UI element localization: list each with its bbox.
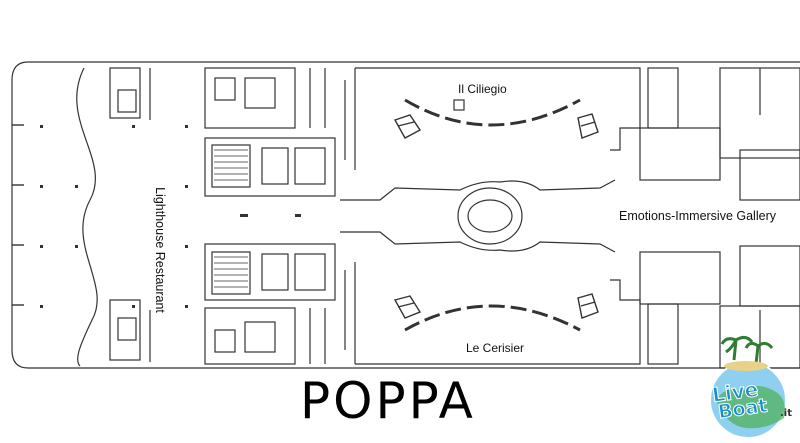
- stern-title: POPPA: [300, 372, 476, 430]
- label-lighthouse-restaurant: Lighthouse Restaurant: [153, 187, 167, 313]
- central-rotunda: [457, 187, 523, 245]
- column-markers: [40, 125, 301, 308]
- label-il-ciliegio: Il Ciliegio: [458, 82, 507, 96]
- label-emotions-gallery: Emotions-Immersive Gallery: [619, 209, 776, 223]
- label-le-cerisier: Le Cerisier: [466, 341, 525, 355]
- logo-globe-icon: [709, 335, 787, 439]
- cerisier-seating: [404, 304, 581, 332]
- hull-outline: [11, 61, 800, 369]
- lounge-upper-wall: [355, 67, 641, 151]
- lounge-lower-wall: [355, 279, 641, 365]
- liveboat-logo: Live Boat .it: [696, 330, 800, 439]
- ciliegio-seating: [404, 98, 581, 127]
- hull-ticks: [12, 124, 24, 306]
- stern-curve: [76, 67, 98, 367]
- corridor: [340, 179, 616, 253]
- logo-suffix: .it: [780, 408, 793, 419]
